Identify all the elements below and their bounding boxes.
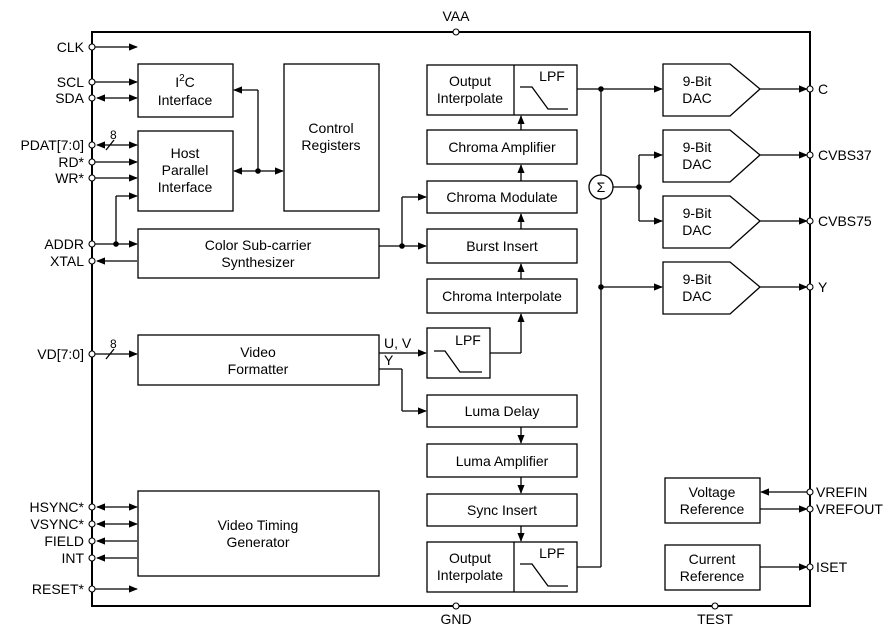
luma-amplifier-label: Luma Amplifier xyxy=(456,453,549,469)
pin-wr: WR* xyxy=(55,170,84,186)
svg-text:DAC: DAC xyxy=(682,156,712,172)
volt-ref-line1: Voltage xyxy=(689,484,736,500)
lpf-mid-label: LPF xyxy=(455,332,481,348)
pin-int: INT xyxy=(61,550,84,566)
host-line2: Parallel xyxy=(162,162,209,178)
left-pin-markers xyxy=(88,43,96,593)
wires xyxy=(95,43,808,593)
pin-y: Y xyxy=(818,279,828,295)
pin-vsync: VSYNC* xyxy=(30,516,84,532)
host-line1: Host xyxy=(171,145,200,161)
lpf-mid-symbol-icon xyxy=(434,350,482,373)
pin-hsync: HSYNC* xyxy=(30,499,85,515)
dac-cvbs75: 9-Bit DAC xyxy=(662,195,761,249)
out-interp-bot-line2: Interpolate xyxy=(437,567,503,583)
out-interp-bot-lpf: LPF xyxy=(539,545,565,561)
pin-clk: CLK xyxy=(57,39,85,55)
out-interp-top-lpf: LPF xyxy=(539,68,565,84)
pin-xtal: XTAL xyxy=(50,253,84,269)
out-interp-bot-line1: Output xyxy=(449,550,491,566)
junction-dots xyxy=(113,86,642,290)
pin-vaa: VAA xyxy=(443,8,471,24)
pin-addr: ADDR xyxy=(44,236,84,252)
pin-gnd: GND xyxy=(440,611,471,627)
chip-outline xyxy=(91,31,811,607)
chroma-modulate-label: Chroma Modulate xyxy=(446,189,557,205)
output-interpolate-bottom-block xyxy=(426,541,578,593)
burst-insert-label: Burst Insert xyxy=(466,238,538,254)
pin-field: FIELD xyxy=(44,533,84,549)
y-label: Y xyxy=(384,352,394,368)
lpf-symbol-icon xyxy=(520,86,568,110)
svg-text:9-Bit: 9-Bit xyxy=(683,139,712,155)
svg-text:9-Bit: 9-Bit xyxy=(683,271,712,287)
pin-sda: SDA xyxy=(55,90,84,106)
volt-ref-line2: Reference xyxy=(680,501,745,517)
color-sub-line2: Synthesizer xyxy=(221,254,294,270)
timing-line2: Generator xyxy=(226,534,289,550)
uv-label: U, V xyxy=(384,335,412,351)
i2c-title: I2C xyxy=(175,73,195,90)
pin-vd: VD[7:0] xyxy=(37,346,84,362)
color-subcarrier-synthesizer-block xyxy=(137,228,380,279)
pin-scl: SCL xyxy=(57,74,84,90)
sync-insert-label: Sync Insert xyxy=(467,502,537,518)
svg-text:9-Bit: 9-Bit xyxy=(683,73,712,89)
output-interpolate-top-block xyxy=(426,64,578,116)
vd-bus-width: 8 xyxy=(110,337,117,351)
lpf-bottom-symbol-icon xyxy=(520,563,568,587)
curr-ref-line1: Current xyxy=(689,551,736,567)
sum-symbol: Σ xyxy=(597,179,606,195)
pin-vrefout: VREFOUT xyxy=(816,501,883,517)
video-timing-generator-block xyxy=(137,490,380,577)
svg-text:DAC: DAC xyxy=(682,90,712,106)
luma-amplifier-block xyxy=(426,443,578,478)
pin-cvbs75: CVBS75 xyxy=(818,213,872,229)
pdat-bus-width: 8 xyxy=(110,128,117,142)
luma-delay-block xyxy=(426,394,578,428)
out-interp-top-line1: Output xyxy=(449,73,491,89)
chroma-amplifier-label: Chroma Amplifier xyxy=(448,139,556,155)
chroma-amplifier-block xyxy=(426,129,578,165)
curr-ref-line2: Reference xyxy=(680,568,745,584)
pin-vaa-marker xyxy=(452,28,460,36)
burst-insert-block xyxy=(426,228,578,264)
voltage-reference-block xyxy=(664,477,761,524)
pin-vrefin: VREFIN xyxy=(816,484,867,500)
host-line3: Interface xyxy=(158,179,213,195)
chroma-modulate-block xyxy=(426,180,578,214)
pin-reset: RESET* xyxy=(32,581,85,597)
i2c-subtitle: Interface xyxy=(158,92,213,108)
svg-text:DAC: DAC xyxy=(682,222,712,238)
dac-c: 9-Bit DAC xyxy=(662,63,761,117)
control-registers-block xyxy=(283,63,380,212)
svg-text:DAC: DAC xyxy=(682,288,712,304)
pin-gnd-marker xyxy=(452,602,460,610)
pin-cvbs37: CVBS37 xyxy=(818,147,872,163)
out-interp-top-line2: Interpolate xyxy=(437,90,503,106)
timing-line1: Video Timing xyxy=(218,517,299,533)
pin-iset: ISET xyxy=(816,559,848,575)
dac-cvbs37: 9-Bit DAC xyxy=(662,129,761,183)
video-formatter-line1: Video xyxy=(240,344,276,360)
dac-y: 9-Bit DAC xyxy=(662,261,761,315)
control-line1: Control xyxy=(308,120,353,136)
video-formatter-line2: Formatter xyxy=(228,361,289,377)
pin-test-marker xyxy=(711,602,719,610)
chroma-interpolate-block xyxy=(426,278,578,314)
pin-test: TEST xyxy=(697,611,733,627)
pin-c: C xyxy=(818,81,828,97)
pin-rd: RD* xyxy=(58,154,84,170)
video-formatter-block xyxy=(137,334,380,386)
control-line2: Registers xyxy=(301,137,360,153)
chroma-interpolate-label: Chroma Interpolate xyxy=(442,288,562,304)
luma-delay-label: Luma Delay xyxy=(465,403,540,419)
color-sub-line1: Color Sub-carrier xyxy=(205,237,312,253)
host-parallel-interface-block xyxy=(137,130,234,212)
i2c-interface-block xyxy=(137,63,234,118)
sync-insert-block xyxy=(426,493,578,527)
svg-text:9-Bit: 9-Bit xyxy=(683,205,712,221)
pin-pdat: PDAT[7:0] xyxy=(20,137,84,153)
